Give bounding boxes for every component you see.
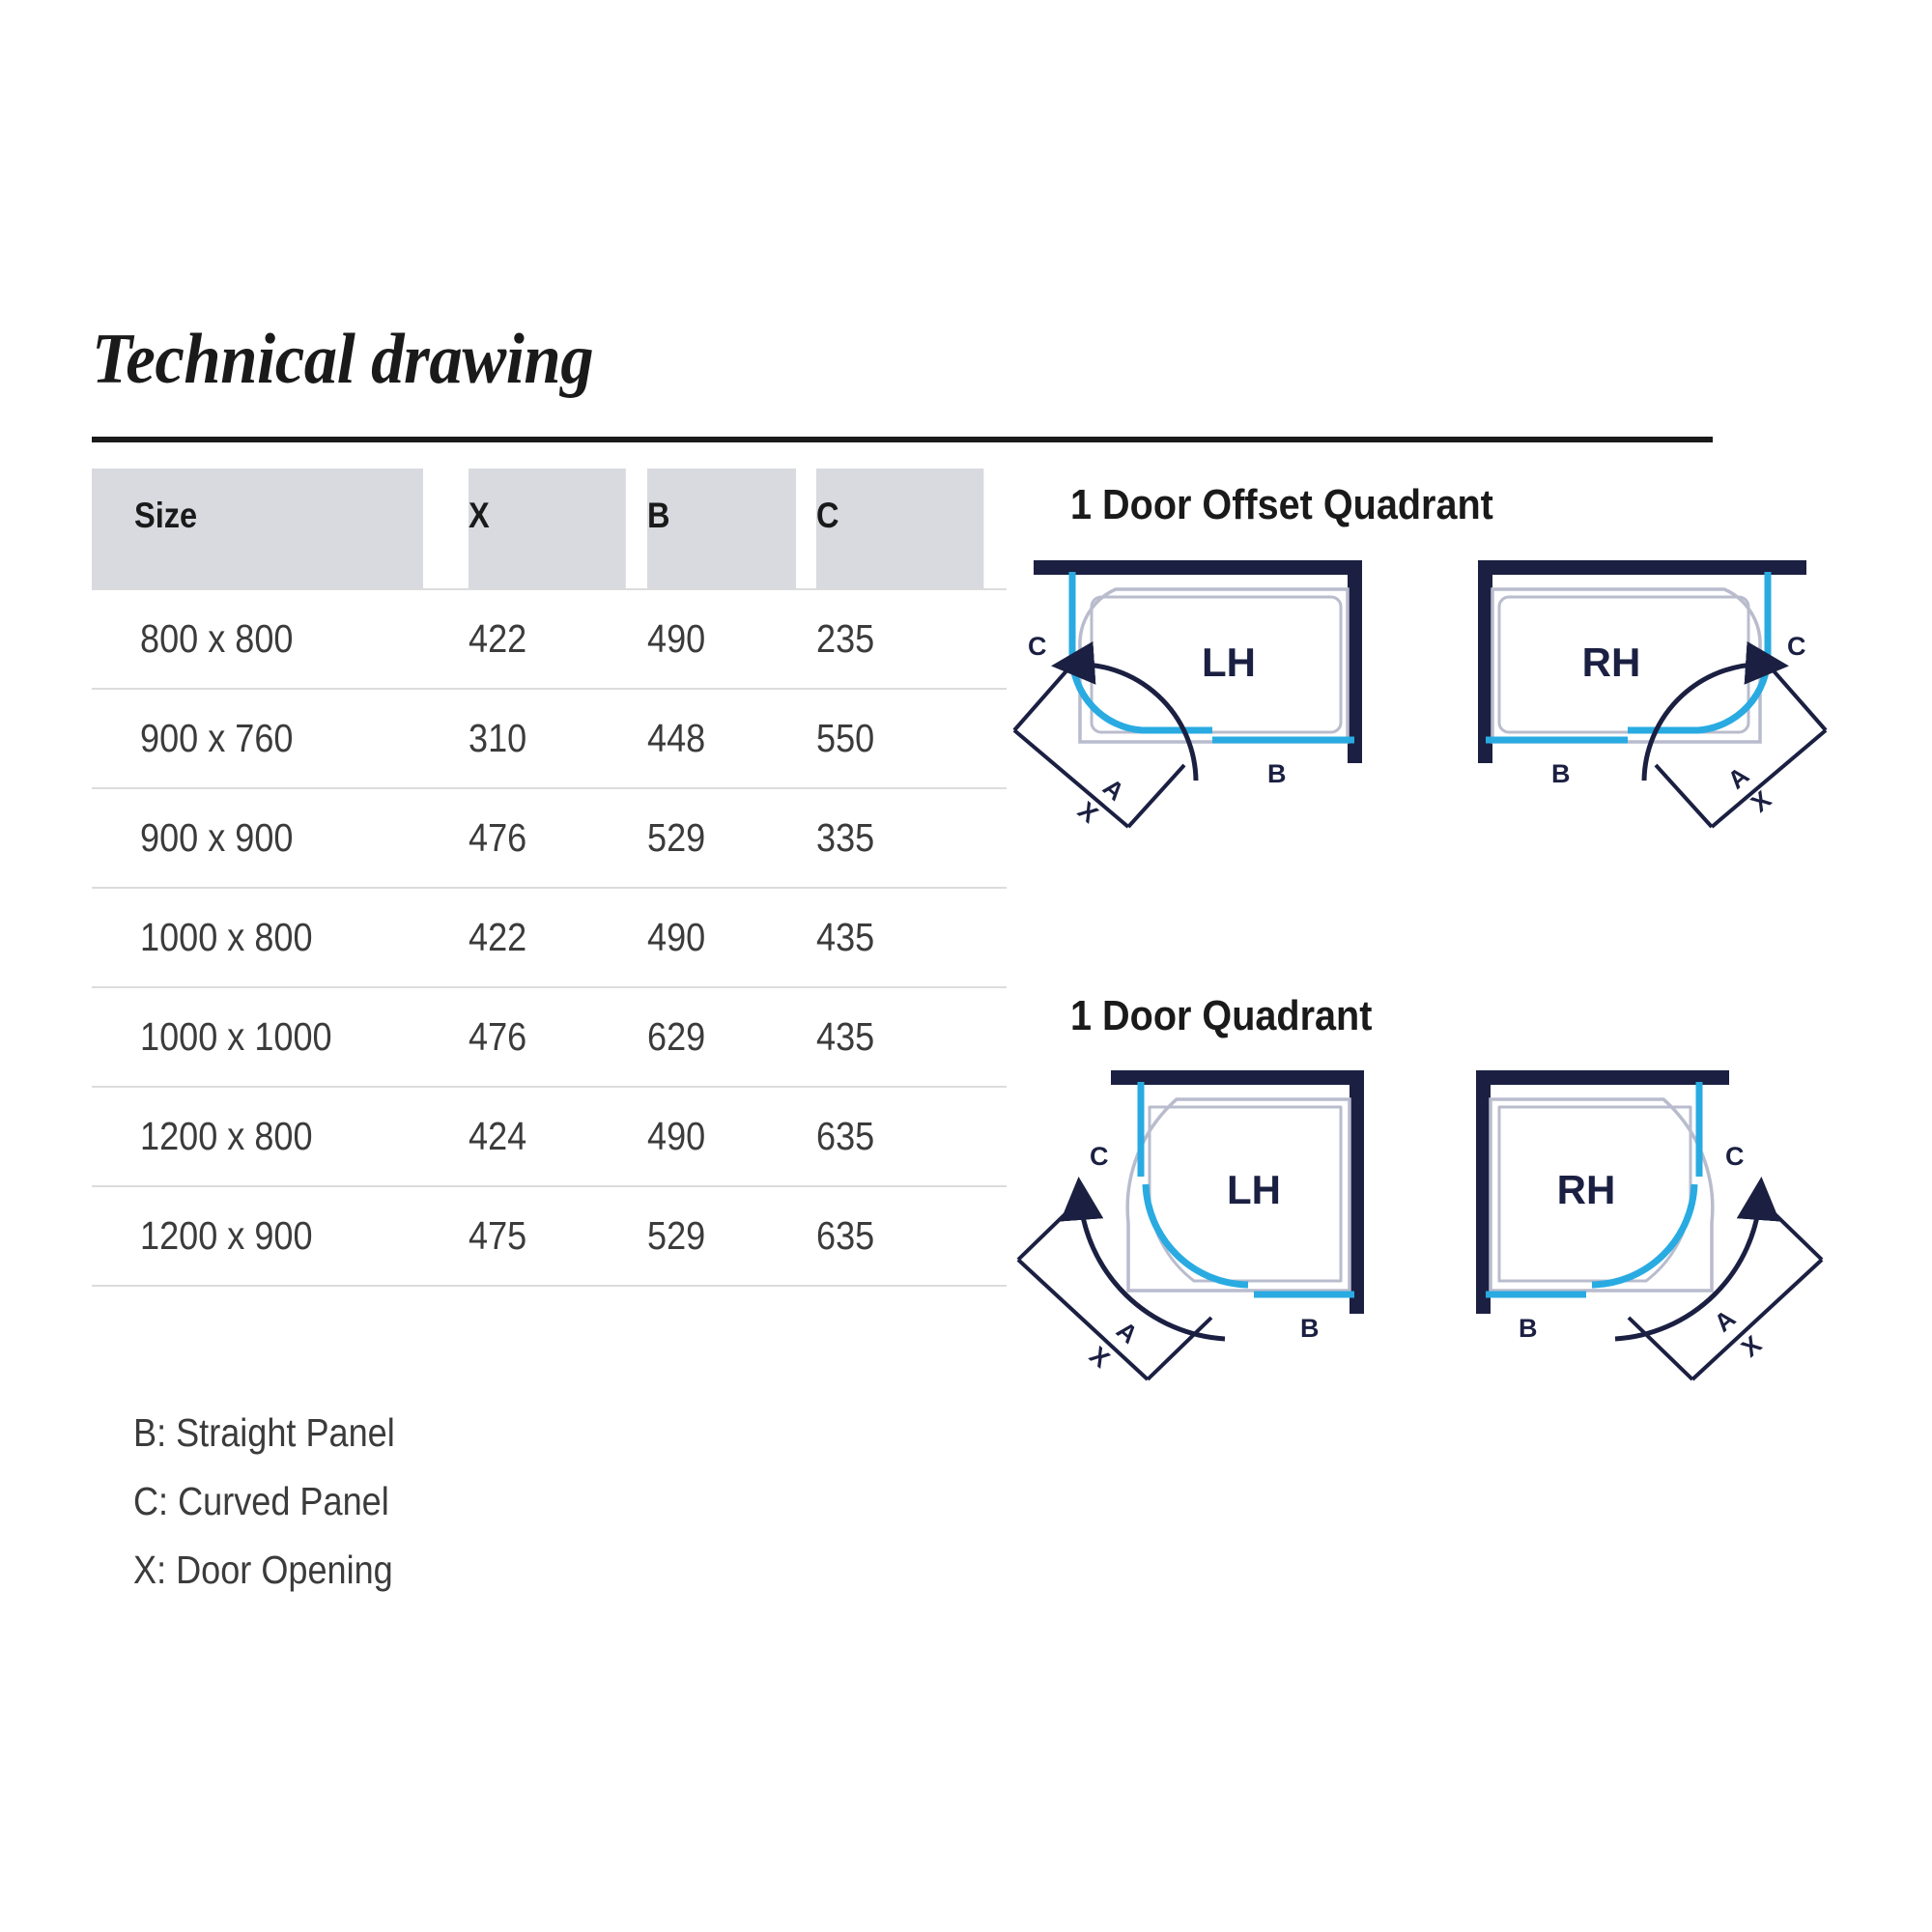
curved-panel-c-arc-icon — [1591, 1183, 1698, 1289]
legend-item-c: C: Curved Panel — [133, 1479, 389, 1523]
cell-c: 435 — [816, 987, 1007, 1088]
cell-b: 629 — [647, 987, 816, 1088]
cell-x: 422 — [469, 588, 647, 690]
wall-left-icon — [1478, 560, 1492, 763]
diagram-quadrant: C B A X LH — [1014, 1061, 1826, 1466]
curved-panel-c-arc-icon — [1142, 1183, 1249, 1289]
label-opening-x: X — [1746, 784, 1777, 818]
door-swing-arc-icon — [1051, 640, 1199, 781]
cell-x: 476 — [469, 788, 647, 889]
cell-b: 529 — [647, 1186, 816, 1287]
spec-table-wrapper: Size X B C 800 x 800 422 490 235 900 x 7… — [92, 469, 1007, 1287]
cell-size: 1000 x 800 — [92, 888, 469, 988]
door-opening-dimension-icon — [1016, 1196, 1213, 1381]
cell-b: 490 — [647, 588, 816, 690]
label-curved-panel-c: C — [1787, 632, 1806, 661]
wall-top-icon — [1034, 560, 1362, 575]
offset-quadrant-lh: C B A X LH — [1012, 560, 1362, 829]
cell-size: 1000 x 1000 — [92, 987, 469, 1088]
cell-size: 1200 x 800 — [92, 1087, 469, 1187]
spec-table: Size X B C 800 x 800 422 490 235 900 x 7… — [92, 469, 1007, 1287]
diagram-offset-quadrant: C B A X LH — [1012, 551, 1828, 956]
cell-c: 335 — [816, 788, 1007, 889]
diagram-title-offset-quadrant: 1 Door Offset Quadrant — [1070, 481, 1493, 528]
door-opening-dimension-icon — [1654, 665, 1828, 829]
cell-b: 448 — [647, 689, 816, 789]
column-header-c: C — [816, 469, 984, 589]
cell-b: 490 — [647, 888, 816, 988]
table-row: 900 x 900 476 529 335 — [92, 788, 1007, 889]
label-arc-a: A — [1722, 760, 1755, 794]
cell-b: 490 — [647, 1087, 816, 1187]
diagram-title-quadrant: 1 Door Quadrant — [1070, 992, 1373, 1039]
table-row: 900 x 760 310 448 550 — [92, 689, 1007, 789]
label-curved-panel-c: C — [1725, 1142, 1745, 1171]
quadrant-rh — [1476, 1070, 1824, 1381]
label-curved-panel-c: C — [1090, 1142, 1109, 1171]
label-straight-panel-b: B — [1551, 759, 1571, 788]
label-straight-panel-b: B — [1519, 1314, 1538, 1343]
wall-left-icon — [1476, 1070, 1491, 1314]
cell-size: 800 x 800 — [92, 588, 469, 690]
wall-top-icon — [1111, 1070, 1364, 1085]
spec-table-body: 800 x 800 422 490 235 900 x 760 310 448 … — [92, 588, 1007, 1287]
label-arc-a: A — [1111, 1316, 1144, 1350]
label-arc-a: A — [1709, 1303, 1742, 1337]
label-hand-lh: LH — [1202, 639, 1256, 685]
cell-x: 424 — [469, 1087, 647, 1187]
table-row: 1200 x 900 475 529 635 — [92, 1186, 1007, 1287]
cell-b: 529 — [647, 788, 816, 889]
spec-table-head: Size X B C — [92, 469, 1007, 589]
column-header-x: X — [469, 469, 626, 589]
cell-c: 235 — [816, 588, 1007, 690]
wall-right-icon — [1350, 1070, 1364, 1314]
wall-right-icon — [1348, 560, 1362, 763]
cell-c: 435 — [816, 888, 1007, 988]
door-swing-arc-icon — [1641, 640, 1789, 781]
cell-x: 475 — [469, 1186, 647, 1287]
legend-item-b: B: Straight Panel — [133, 1410, 395, 1455]
table-row: 800 x 800 422 490 235 — [92, 588, 1007, 690]
label-hand-rh: RH — [1557, 1167, 1616, 1212]
door-opening-dimension-icon — [1627, 1196, 1824, 1381]
label-hand-rh: RH — [1582, 639, 1641, 685]
table-header-row: Size X B C — [92, 469, 1007, 589]
legend: B: Straight Panel C: Curved Panel X: Doo… — [133, 1399, 431, 1605]
cell-c: 550 — [816, 689, 1007, 789]
column-header-size: Size — [92, 469, 424, 589]
cell-size: 1200 x 900 — [92, 1186, 469, 1287]
table-row: 1200 x 800 424 490 635 — [92, 1087, 1007, 1187]
legend-item-x: X: Door Opening — [133, 1548, 393, 1592]
title-divider — [92, 437, 1713, 442]
label-curved-panel-c: C — [1028, 632, 1047, 661]
wall-top-icon — [1476, 1070, 1729, 1085]
label-arc-a: A — [1097, 773, 1130, 807]
cell-size: 900 x 900 — [92, 788, 469, 889]
label-straight-panel-b: B — [1267, 759, 1287, 788]
offset-quadrant-rh — [1478, 560, 1828, 829]
label-hand-lh: LH — [1227, 1167, 1281, 1212]
table-row: 1000 x 1000 476 629 435 — [92, 987, 1007, 1088]
door-opening-dimension-icon — [1012, 665, 1186, 829]
wall-top-icon — [1478, 560, 1806, 575]
column-header-b: B — [647, 469, 796, 589]
cell-x: 476 — [469, 987, 647, 1088]
table-row: 1000 x 800 422 490 435 — [92, 888, 1007, 988]
label-straight-panel-b: B — [1300, 1314, 1320, 1343]
page-title: Technical drawing — [92, 320, 594, 399]
quadrant-lh: C B A X LH — [1016, 1070, 1364, 1381]
cell-c: 635 — [816, 1186, 1007, 1287]
cell-c: 635 — [816, 1087, 1007, 1187]
cell-size: 900 x 760 — [92, 689, 469, 789]
cell-x: 310 — [469, 689, 647, 789]
cell-x: 422 — [469, 888, 647, 988]
